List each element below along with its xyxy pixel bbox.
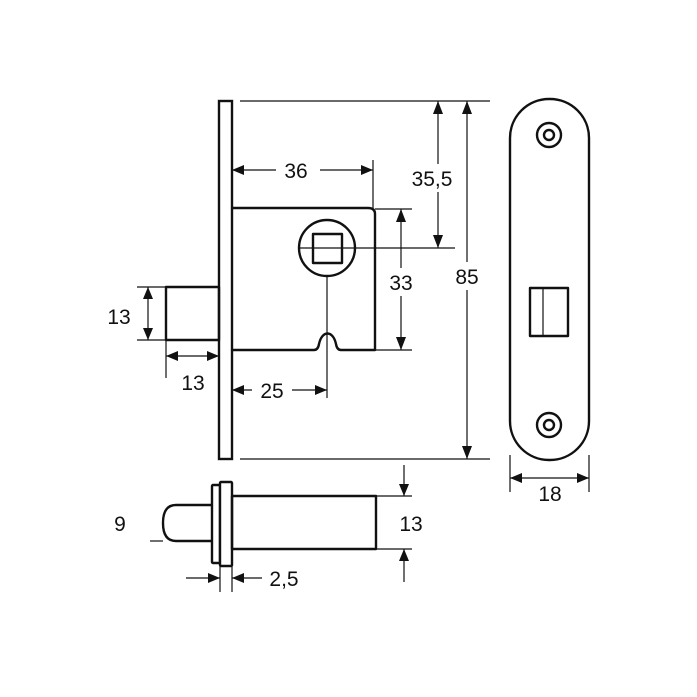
label-2-5: 2,5	[269, 568, 298, 591]
strike-opening	[528, 286, 570, 338]
lock-body-side-view	[164, 99, 377, 461]
strike-plate: 18	[508, 97, 591, 506]
bolt-body	[230, 494, 378, 551]
label-85: 85	[455, 266, 478, 289]
screw-hole-top	[535, 121, 563, 149]
bolt-flange-washer	[218, 480, 234, 568]
dimension-spindle-from-top: 35,5	[240, 100, 490, 249]
label-13-bolt-projection: 13	[181, 372, 204, 395]
latch-bolt	[164, 285, 221, 342]
bolt-side-view: 9 13 2,5	[114, 465, 423, 592]
lock-case	[230, 206, 377, 352]
dimension-spindle-to-notch: 33	[375, 208, 421, 351]
label-33: 33	[389, 272, 412, 295]
dimension-backset: 36	[231, 156, 374, 208]
label-9: 9	[114, 513, 126, 536]
label-13-body-height: 13	[399, 513, 422, 536]
label-13-bolt-height: 13	[107, 306, 130, 329]
label-36: 36	[284, 160, 307, 183]
bolt-pin	[161, 503, 214, 543]
label-18: 18	[538, 483, 561, 506]
dimension-bolt-height: 13	[107, 286, 166, 341]
dimension-total-height: 85	[240, 101, 490, 460]
label-25: 25	[260, 380, 283, 403]
dimension-bolt-projection: 13	[165, 340, 219, 395]
dimension-notch-offset: 25	[232, 276, 328, 403]
faceplate	[217, 99, 234, 461]
screw-hole-bottom	[535, 411, 563, 439]
label-35-5: 35,5	[412, 168, 453, 191]
